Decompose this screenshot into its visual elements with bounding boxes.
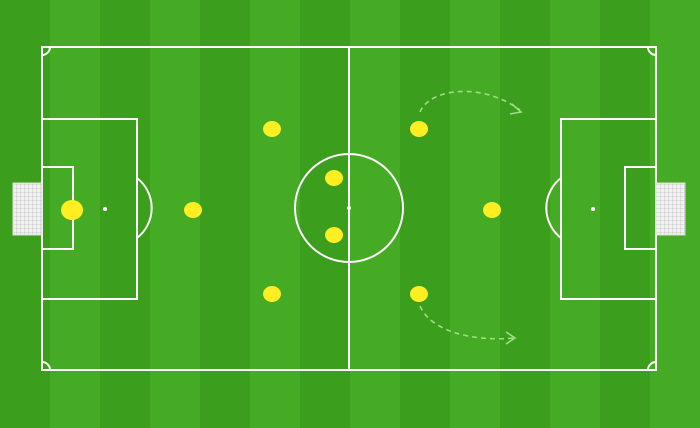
centre-circle xyxy=(294,153,404,263)
players xyxy=(61,121,501,302)
movement-arrows xyxy=(419,90,523,345)
grass-stripe xyxy=(250,0,301,428)
corner-arc-bottom-left xyxy=(41,361,51,371)
corner-arc-bottom-right xyxy=(647,361,657,371)
left-penalty-arc xyxy=(136,177,153,239)
corner-arc-top-right xyxy=(647,46,657,56)
grass-stripe xyxy=(500,0,551,428)
player-right-forward xyxy=(410,286,428,302)
corner-arc-top-left xyxy=(41,46,51,56)
right-penalty-arc xyxy=(545,177,562,239)
right-penalty-spot xyxy=(591,207,595,211)
player-central-midfielder-top xyxy=(325,170,343,186)
centre-spot xyxy=(347,206,351,210)
player-sweeper xyxy=(184,202,202,218)
grass-stripe xyxy=(100,0,151,428)
player-central-midfielder-bottom xyxy=(325,227,343,243)
run-arrow-bottom xyxy=(419,305,515,340)
grass-stripe xyxy=(200,0,251,428)
pitch-spots xyxy=(103,206,595,211)
left-penalty-spot xyxy=(103,207,107,211)
grass-stripe xyxy=(300,0,351,428)
player-goalkeeper xyxy=(61,200,83,220)
player-striker xyxy=(483,202,501,218)
player-left-midfielder xyxy=(263,121,281,137)
run-arrow-top xyxy=(419,90,521,113)
grass-stripe xyxy=(550,0,601,428)
left-goal-net xyxy=(12,182,43,236)
player-left-forward xyxy=(410,121,428,137)
right-goal-net xyxy=(655,182,686,236)
run-arrow-bottom-head xyxy=(505,331,517,345)
run-arrow-top-head xyxy=(509,103,523,115)
player-right-midfielder xyxy=(263,286,281,302)
grass-stripe xyxy=(400,0,451,428)
grass-stripe xyxy=(350,0,401,428)
